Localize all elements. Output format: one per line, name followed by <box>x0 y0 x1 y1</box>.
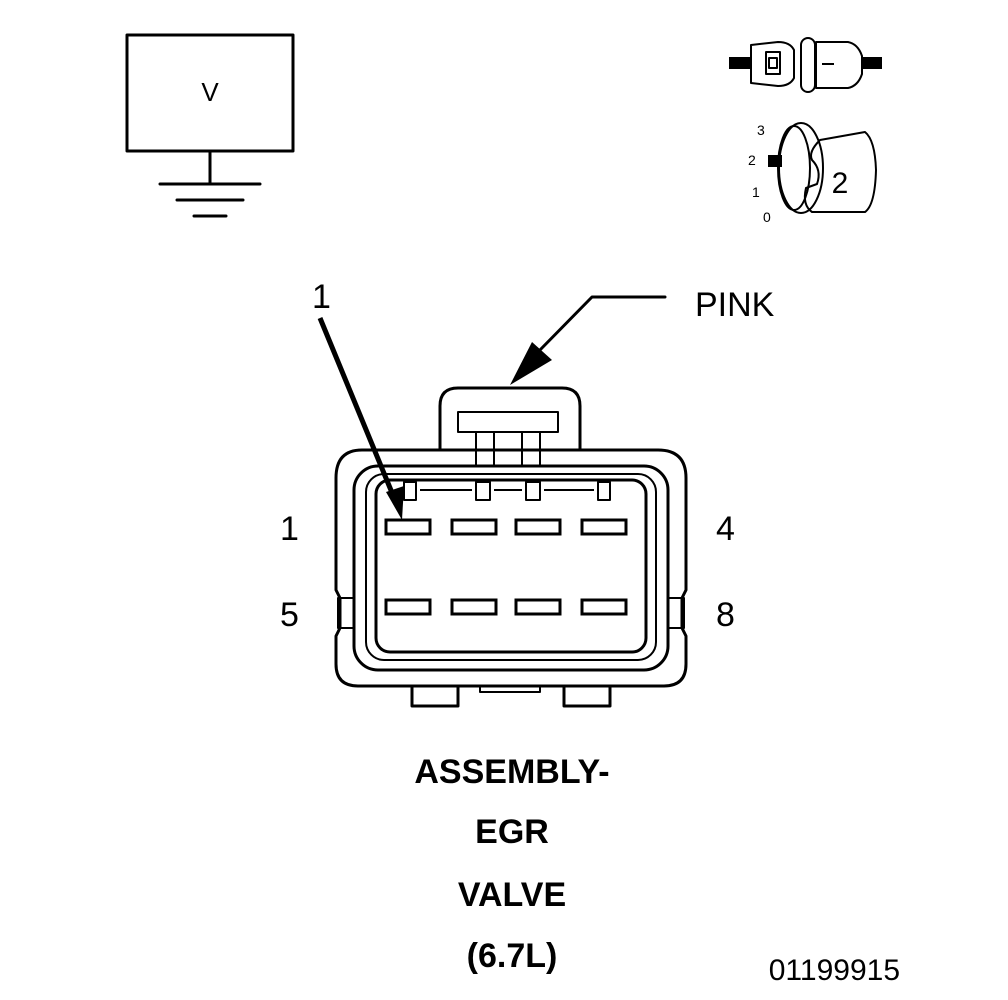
title-line-3: VALVE <box>458 876 566 914</box>
cavity-3 <box>514 518 562 536</box>
cavity-1 <box>384 518 432 536</box>
title-line-4: (6.7L) <box>467 937 558 975</box>
cavity-2 <box>450 518 498 536</box>
cavity-7 <box>514 598 562 616</box>
pin-label-8: 8 <box>716 596 735 634</box>
cavity-5 <box>384 598 432 616</box>
title-line-1: ASSEMBLY- <box>414 753 609 791</box>
voltmeter-icon: V <box>125 33 295 218</box>
selector-position-3: 3 <box>757 122 765 138</box>
cavity-4 <box>580 518 628 536</box>
pin-label-4: 4 <box>716 510 735 548</box>
pin1-callout: 1 <box>312 278 404 520</box>
pin-label-5: 5 <box>280 596 299 634</box>
connector-color: PINK <box>695 286 775 324</box>
selector-position-2: 2 <box>748 152 756 168</box>
title-line-2: EGR <box>475 813 549 851</box>
cavity-6 <box>450 598 498 616</box>
callout-pin-number: 1 <box>312 278 331 316</box>
figure-id: 01199915 <box>769 954 900 987</box>
cavity-8 <box>580 598 628 616</box>
selector-position-1: 1 <box>752 184 760 200</box>
meter-symbol: V <box>201 77 219 107</box>
selector-selected: 2 <box>832 167 849 200</box>
pin-label-1: 1 <box>280 510 299 548</box>
component-title: ASSEMBLY- EGR VALVE (6.7L) <box>414 753 609 975</box>
selector-position-0: 0 <box>763 209 771 225</box>
selector-switch-icon: 3 2 1 0 2 <box>748 122 877 225</box>
color-callout: PINK <box>510 286 775 385</box>
connector-probe-icon <box>729 37 882 93</box>
connector-face <box>334 386 688 708</box>
terminal-cavities <box>384 518 628 616</box>
